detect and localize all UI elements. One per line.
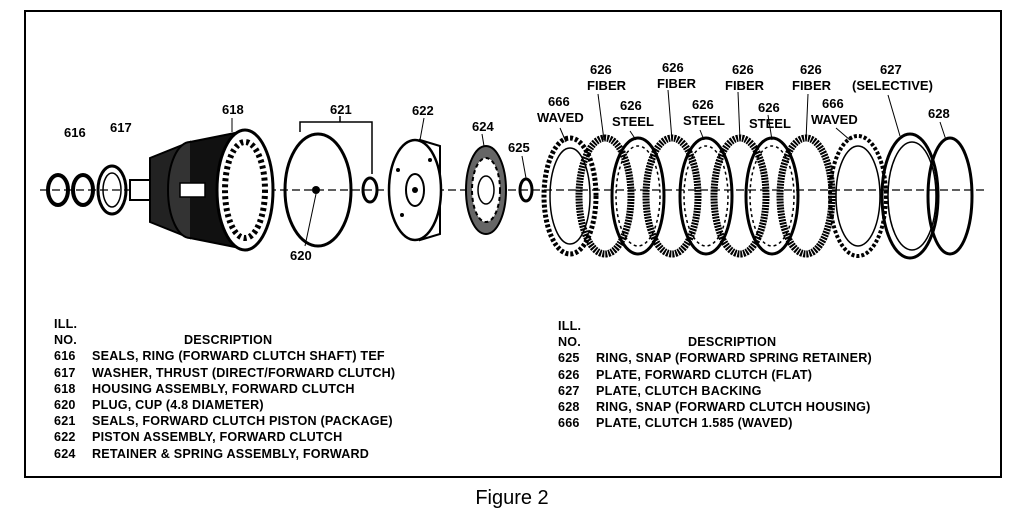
callout-666-waved-2-txt: WAVED (811, 112, 858, 127)
legend-row-description: SEALS, FORWARD CLUTCH PISTON (PACKAGE) (92, 414, 393, 429)
part-624-retainer-springs (465, 145, 507, 235)
callout-626-fiber-3-num: 626 (732, 62, 754, 77)
callout-622: 622 (412, 103, 434, 118)
legend-row: 620 PLUG, CUP (4.8 DIAMETER) (54, 397, 395, 413)
leader-622 (419, 117, 425, 141)
legend-row-description: RING, SNAP (FORWARD CLUTCH HOUSING) (596, 400, 871, 415)
callout-627-txt: (SELECTIVE) (852, 78, 933, 93)
callout-666-waved-2-num: 666 (822, 96, 844, 111)
part-618-housing-assembly (129, 128, 275, 252)
callout-627-num: 627 (880, 62, 902, 77)
legend-left-header: NO. DESCRIPTION (54, 332, 395, 348)
part-617-thrust-washer (96, 164, 128, 216)
legend-row-number: 626 (558, 367, 580, 382)
callout-626-steel-1-txt: STEEL (612, 114, 654, 129)
leader-621 (299, 121, 373, 174)
callout-626-fiber-2-txt: FIBER (657, 76, 697, 91)
legend-right-description-heading: DESCRIPTION (688, 335, 777, 350)
callout-626-fiber-2-num: 626 (662, 60, 684, 75)
legend-row-number: 621 (54, 414, 76, 429)
legend-row: 618 HOUSING ASSEMBLY, FORWARD CLUTCH (54, 381, 395, 397)
legend-row-number: 620 (54, 398, 76, 413)
leader-625 (521, 155, 527, 179)
legend-row-description: PLATE, FORWARD CLUTCH (FLAT) (596, 367, 813, 382)
part-625-snap-ring (518, 177, 534, 203)
legend-row-number: 628 (558, 400, 580, 415)
legend-left-rows: 616 SEALS, RING (FORWARD CLUTCH SHAFT) TE… (54, 348, 395, 461)
callout-620: 620 (290, 248, 312, 263)
part-622-piston-assembly (387, 138, 443, 242)
legend-left-no-label: NO. (54, 333, 77, 348)
legend-left-description-heading: DESCRIPTION (184, 333, 273, 348)
callout-626-fiber-4-num: 626 (800, 62, 822, 77)
callout-626-steel-2-txt: STEEL (683, 113, 725, 128)
leader-620 (304, 193, 317, 247)
plate-leaders (559, 89, 947, 143)
legend-row: 624 RETAINER & SPRING ASSEMBLY, FORWARD (54, 446, 395, 462)
legend-row: 627 PLATE, CLUTCH BACKING (558, 383, 872, 399)
part-616-seal-rings (46, 173, 95, 207)
callout-626-fiber-1-num: 626 (590, 62, 612, 77)
legend-row-description: PLATE, CLUTCH 1.585 (WAVED) (596, 416, 793, 431)
legend-row-description: WASHER, THRUST (DIRECT/FORWARD CLUTCH) (92, 365, 396, 380)
legend-row-number: 627 (558, 383, 580, 398)
legend-row-description: PLUG, CUP (4.8 DIAMETER) (92, 398, 264, 413)
legend-row-description: PISTON ASSEMBLY, FORWARD CLUTCH (92, 430, 343, 445)
legend-right-no-label: NO. (558, 335, 581, 350)
legend-row-description: PLATE, CLUTCH BACKING (596, 383, 762, 398)
diagram-frame (24, 10, 1002, 478)
callout-617: 617 (110, 120, 132, 135)
legend-row-description: SEALS, RING (FORWARD CLUTCH SHAFT) TEF (92, 349, 385, 364)
legend-row: 628 RING, SNAP (FORWARD CLUTCH HOUSING) (558, 399, 872, 415)
legend-row: 666 PLATE, CLUTCH 1.585 (WAVED) (558, 415, 872, 431)
callout-621: 621 (330, 102, 352, 117)
callout-626-fiber-4-txt: FIBER (792, 78, 832, 93)
plate-stack (541, 132, 940, 260)
legend-row-number: 622 (54, 430, 76, 445)
callout-626-steel-1-num: 626 (620, 98, 642, 113)
callout-626-fiber-3-txt: FIBER (725, 78, 765, 93)
part-621-piston-seals (283, 132, 379, 248)
legend-row-number: 616 (54, 349, 76, 364)
legend-left-ill-label: ILL. (54, 317, 78, 331)
part-620-cup-plug (312, 186, 320, 194)
legend-row-description: RING, SNAP (FORWARD SPRING RETAINER) (596, 351, 872, 366)
callout-628: 628 (928, 106, 950, 121)
legend-row-number: 625 (558, 351, 580, 366)
callout-626-steel-3-txt: STEEL (749, 116, 791, 131)
legend-row-description: RETAINER & SPRING ASSEMBLY, FORWARD (92, 446, 370, 461)
leader-624 (481, 133, 485, 147)
legend-left: ILL. NO. DESCRIPTION 616 SEALS, RING (FOR… (54, 316, 395, 462)
legend-row: 621 SEALS, FORWARD CLUTCH PISTON (PACKAGE… (54, 413, 395, 429)
legend-row-number: 618 (54, 381, 76, 396)
callout-625: 625 (508, 140, 530, 155)
figure-caption: Figure 2 (475, 487, 549, 509)
part-628-snap-ring (926, 136, 974, 256)
callout-626-steel-2-num: 626 (692, 97, 714, 112)
callout-618: 618 (222, 102, 244, 117)
legend-row: 617 WASHER, THRUST (DIRECT/FORWARD CLUTCH… (54, 365, 395, 381)
legend-row: 622 PISTON ASSEMBLY, FORWARD CLUTCH (54, 429, 395, 445)
callout-616: 616 (64, 125, 86, 140)
callout-666-waved-num: 666 (548, 94, 570, 109)
legend-row-number: 624 (54, 446, 76, 461)
legend-row-number: 617 (54, 365, 76, 380)
callout-626-steel-3-num: 626 (758, 100, 780, 115)
legend-right-ill-label: ILL. (558, 319, 582, 333)
legend-row-description: HOUSING ASSEMBLY, FORWARD CLUTCH (92, 381, 355, 396)
legend-row: 625 RING, SNAP (FORWARD SPRING RETAINER) (558, 350, 872, 366)
legend-row: 626 PLATE, FORWARD CLUTCH (FLAT) (558, 367, 872, 383)
legend-right-header: NO. DESCRIPTION (558, 334, 872, 350)
callout-666-waved-txt: WAVED (537, 110, 584, 125)
callout-624: 624 (472, 119, 494, 134)
legend-row: 616 SEALS, RING (FORWARD CLUTCH SHAFT) TE… (54, 348, 395, 364)
callout-626-fiber-1-txt: FIBER (587, 78, 627, 93)
legend-row-number: 666 (558, 416, 580, 431)
